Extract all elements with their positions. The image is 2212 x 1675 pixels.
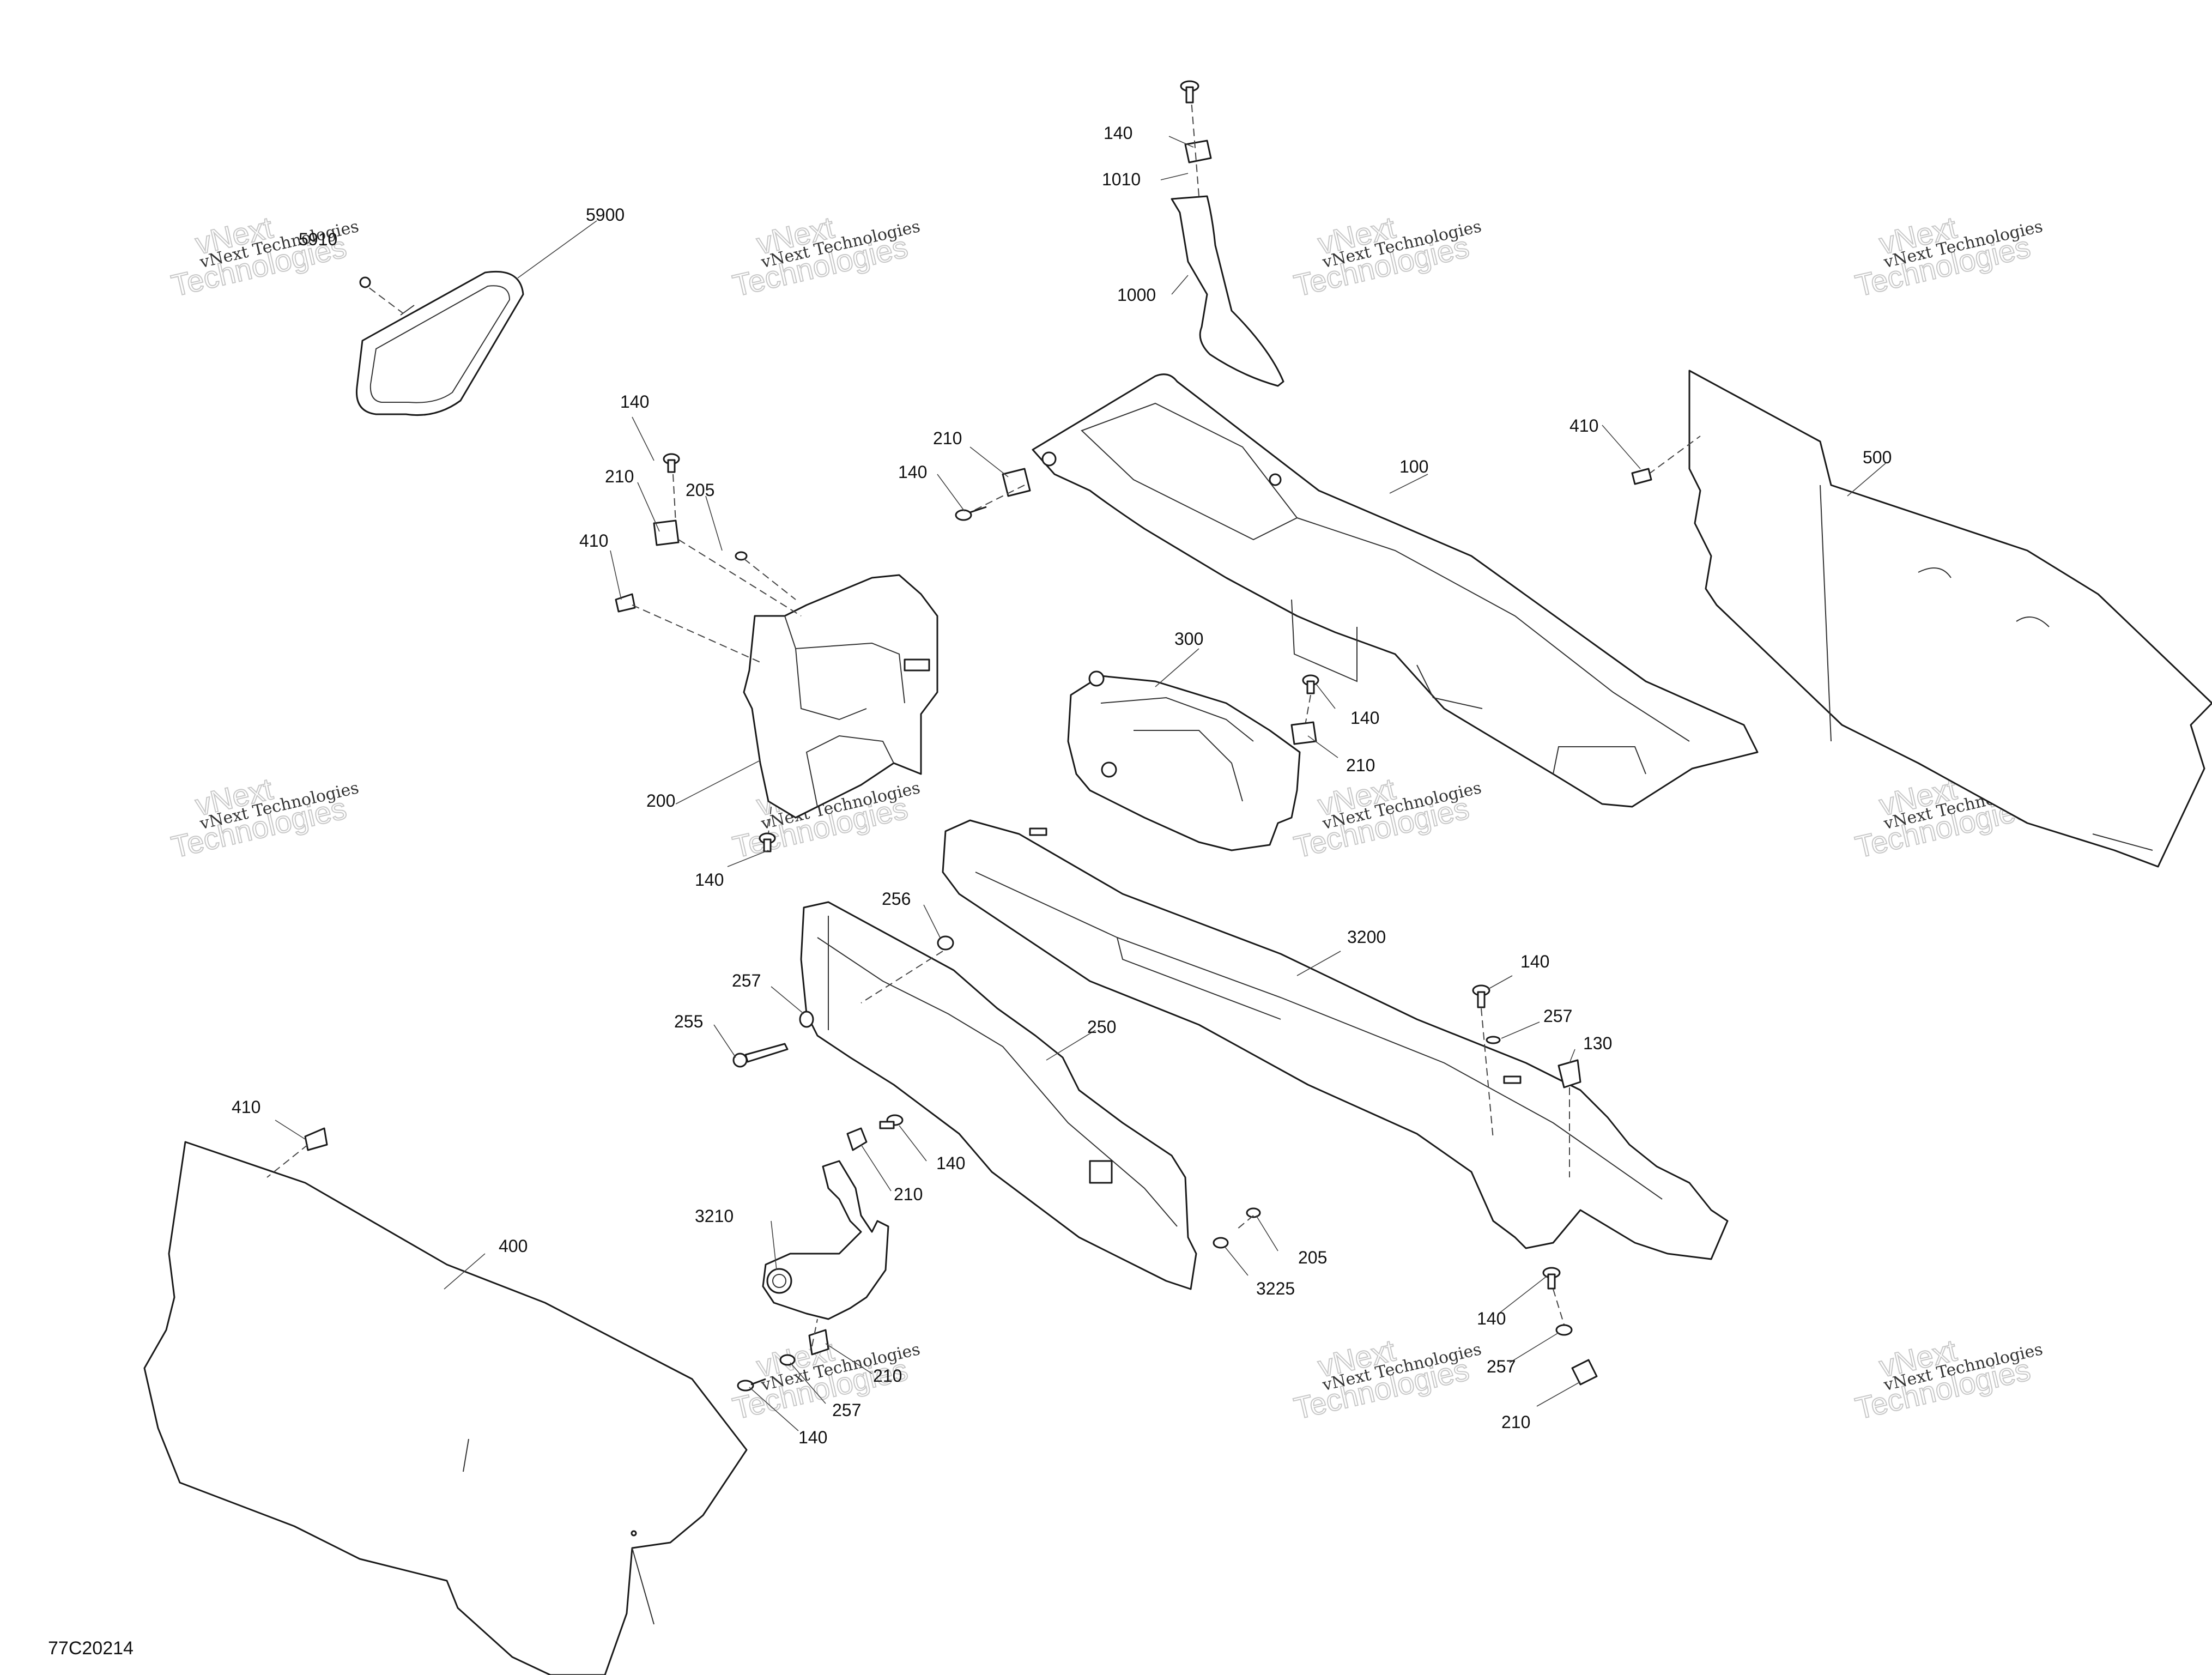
part-410-clip-a [615,593,761,663]
callout-3200: 3200 [1347,927,1386,947]
callout-257: 257 [1543,1006,1572,1026]
part-410-clip-c [266,1127,328,1178]
part-250-rail [800,901,1197,1290]
callout-3210: 3210 [695,1206,734,1226]
part-300-housing [1067,670,1301,851]
part-210-clip-b [653,519,802,616]
part-255-bolt [732,1043,789,1068]
part-205-screw-a [735,551,796,600]
callout-300: 300 [1174,629,1203,649]
part-140-rivet-h [1542,1267,1565,1325]
part-3210-bracket [762,1160,889,1320]
callout-140: 140 [936,1153,965,1173]
callout-1010: 1010 [1102,170,1141,189]
part-210-clip-d [846,1127,868,1151]
callout-210: 210 [1501,1412,1530,1432]
part-200-bracket [743,574,938,819]
callout-100: 100 [1399,457,1428,476]
part-3200-rail [942,819,1729,1260]
part-257-washer-a [799,1011,814,1028]
part-205-screw-b [1237,1207,1261,1230]
callout-410: 410 [232,1097,260,1117]
callout-130: 130 [1583,1033,1612,1053]
part-256-nut [860,935,954,1003]
callout-257: 257 [1487,1357,1516,1376]
part-140-rivet-a [955,506,987,521]
callout-labels: 5900 5910 140 1010 1000 140 210 205 410 … [232,123,1892,1447]
callout-500: 500 [1863,448,1892,467]
callout-210: 210 [605,467,634,486]
part-140-rivet-top [1180,80,1199,197]
callout-5910: 5910 [299,229,337,249]
callout-255: 255 [674,1012,703,1031]
callout-140: 140 [1477,1309,1506,1328]
callout-257: 257 [732,971,761,990]
callout-210: 210 [1346,755,1375,775]
callout-210: 210 [894,1184,923,1204]
callout-257: 257 [832,1400,861,1420]
part-210-clip-e [808,1319,829,1356]
part-400-panel [143,1141,748,1675]
part-1010-clip [1184,140,1212,164]
callout-410: 410 [1569,416,1598,436]
part-210-clip-f [1571,1359,1598,1386]
callout-140: 140 [798,1428,827,1447]
callout-256: 256 [882,889,911,909]
callout-140: 140 [1350,708,1379,728]
callout-400: 400 [499,1236,528,1256]
callout-1000: 1000 [1117,285,1156,305]
part-140-rivet-d [1302,674,1319,725]
part-140-rivet-g [737,1378,766,1392]
callout-140: 140 [1520,952,1549,971]
callout-5900: 5900 [586,205,625,225]
callout-210: 210 [933,428,962,448]
part-410-clip-right [1631,436,1701,485]
callout-410: 410 [579,531,608,551]
part-5900-mirror [355,270,524,416]
callout-3225: 3225 [1256,1279,1295,1298]
callout-205: 205 [1298,1248,1327,1267]
part-5910-screw [359,276,404,314]
part-210-clip-a [969,468,1031,513]
callout-140: 140 [1104,123,1132,143]
drawing-id: 77C20214 [48,1638,134,1659]
part-257-washer-d [1555,1324,1573,1336]
part-3225-washer [1213,1237,1229,1249]
part-100-tunnel [1032,373,1759,808]
part-1000-bracket [1171,195,1284,387]
callout-140: 140 [898,462,927,482]
part-500-panel [1688,370,2212,868]
part-140-rivet-a2 [663,453,680,524]
part-130-bumper [1558,1059,1581,1177]
callout-140: 140 [620,392,649,412]
part-140-rivet-b [759,806,776,852]
part-210-clip-c [1290,721,1317,745]
callout-140: 140 [695,870,724,890]
callout-210: 210 [873,1366,902,1386]
callout-200: 200 [646,791,675,811]
callout-205: 205 [686,480,714,500]
leader-lines [275,136,1886,1431]
part-257-washer-b [1486,1036,1501,1044]
part-140-rivet-e [1472,984,1494,1140]
part-140-rivet-f [879,1114,904,1129]
part-257-washer-c [779,1354,796,1366]
callout-250: 250 [1087,1017,1116,1037]
